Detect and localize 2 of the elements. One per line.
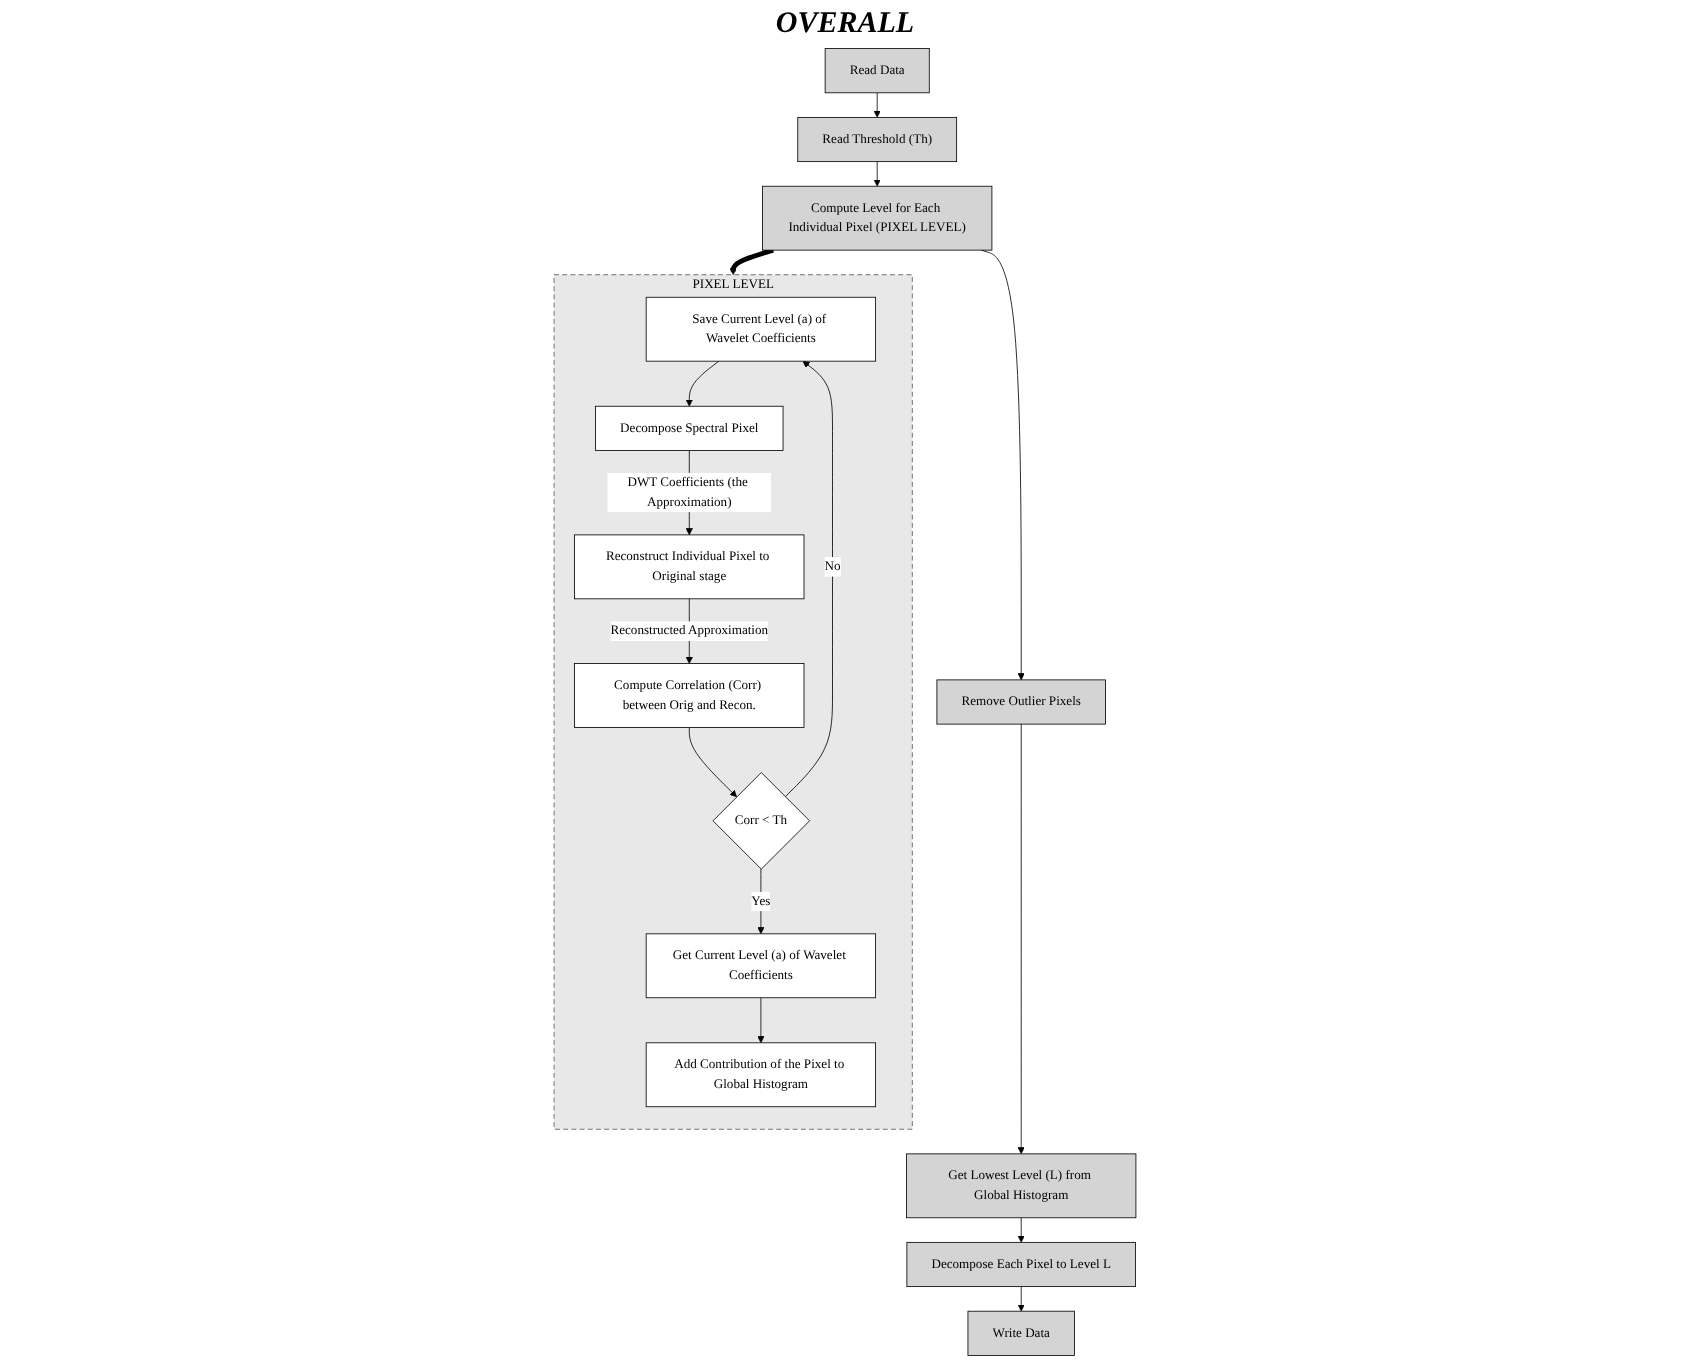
heading-label: OVERALL [775, 8, 915, 42]
arrow [729, 247, 774, 276]
